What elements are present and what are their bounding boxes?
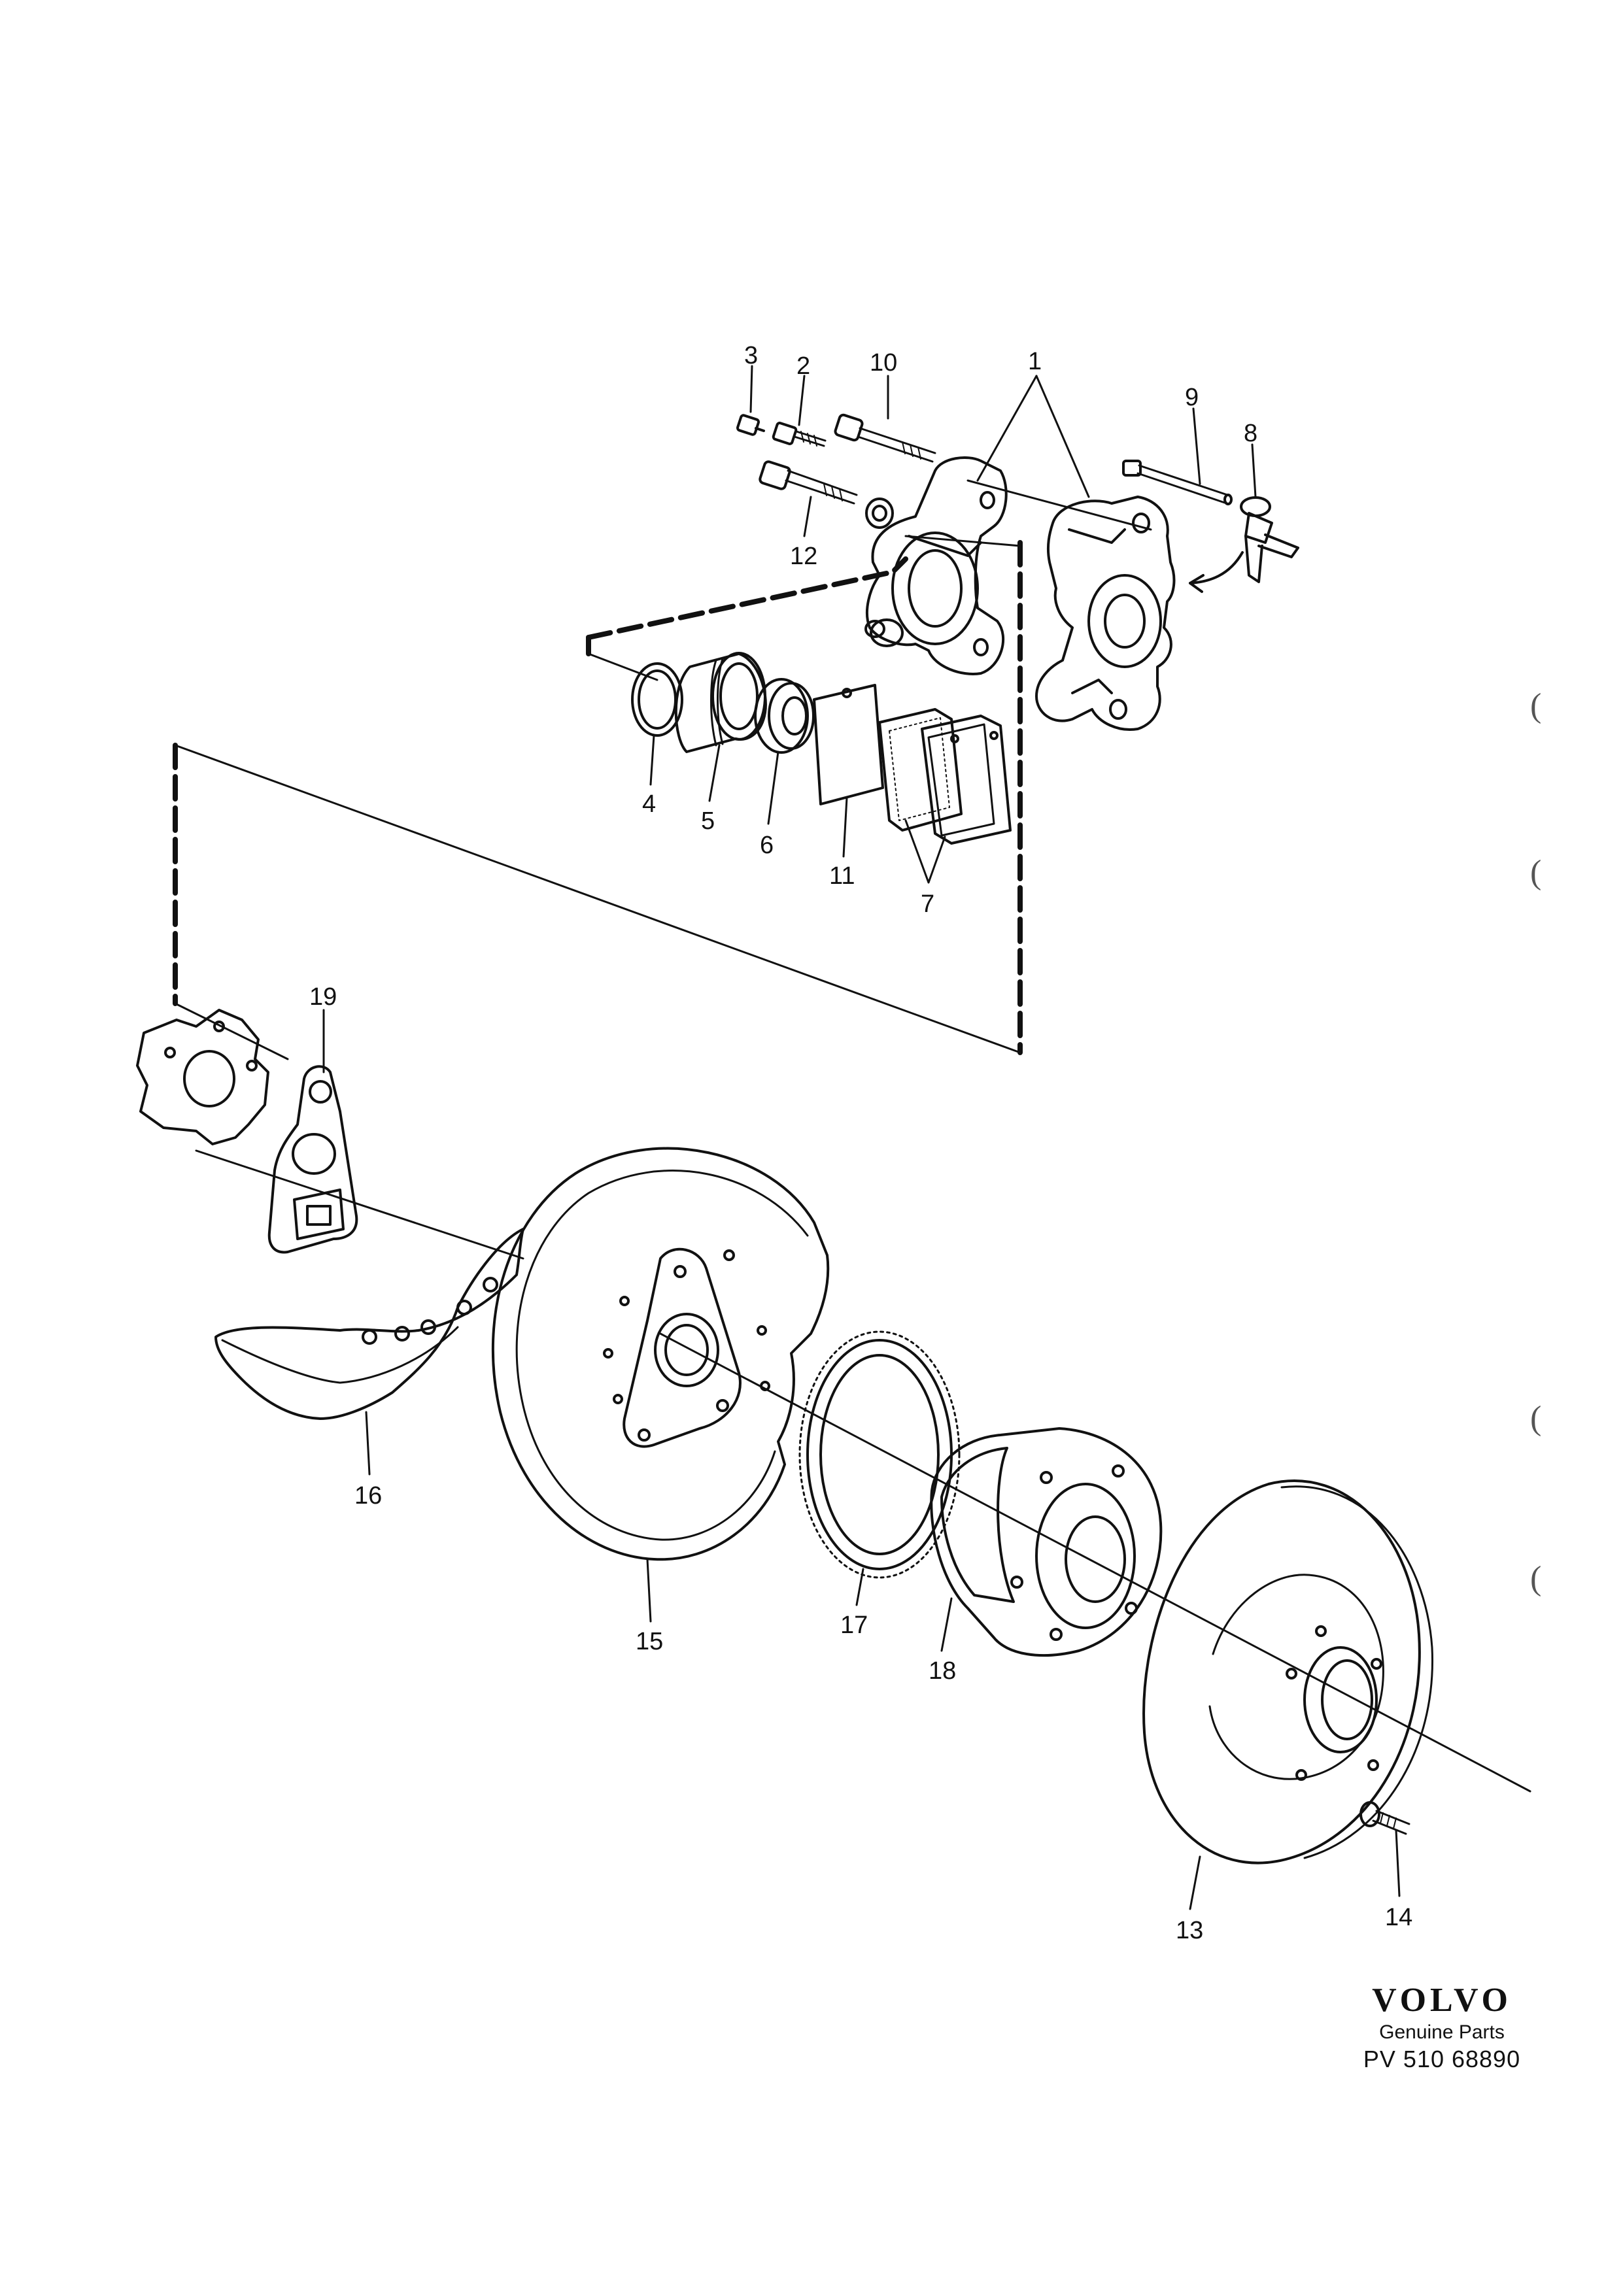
callout-6: 6 bbox=[760, 832, 774, 859]
backing-plate-15 bbox=[491, 1147, 830, 1561]
volvo-logo: VOLVO bbox=[1372, 1982, 1512, 2019]
callout-12: 12 bbox=[790, 543, 817, 570]
mounting-flange bbox=[136, 1009, 269, 1145]
callout-7: 7 bbox=[921, 890, 934, 918]
edge-mark-2: ( bbox=[1530, 854, 1542, 891]
bolt-2 bbox=[772, 422, 827, 447]
callout-2: 2 bbox=[796, 352, 810, 380]
rotation-arrow bbox=[1189, 551, 1244, 593]
callout-16: 16 bbox=[354, 1482, 382, 1510]
callout-3: 3 bbox=[744, 342, 758, 369]
callout-19: 19 bbox=[309, 983, 337, 1011]
brake-disc-13 bbox=[1142, 1479, 1433, 1865]
bolt-12 bbox=[759, 460, 858, 505]
guide-pin-9 bbox=[1122, 460, 1233, 505]
caliper-housing bbox=[1035, 496, 1176, 731]
wheel-stud-14 bbox=[1359, 1801, 1410, 1835]
seal-ring-4 bbox=[631, 662, 683, 737]
caliper-carrier bbox=[864, 456, 1008, 675]
wheel-hub-18 bbox=[930, 1427, 1163, 1657]
callout-8: 8 bbox=[1244, 420, 1257, 447]
callout-numbers: 1 2 3 4 5 6 7 8 9 10 11 12 13 14 15 16 1… bbox=[309, 342, 1412, 1944]
bolt-3 bbox=[736, 414, 765, 436]
part-reference-code: PV 510 68890 bbox=[1363, 2046, 1521, 2072]
retaining-spring-8 bbox=[1240, 496, 1299, 583]
brand-block: VOLVO Genuine Parts PV 510 68890 bbox=[1347, 1981, 1537, 2074]
edge-mark-1: ( bbox=[1530, 687, 1542, 724]
callout-4: 4 bbox=[642, 790, 656, 818]
edge-mark-4: ( bbox=[1530, 1560, 1542, 1597]
callout-15: 15 bbox=[636, 1628, 663, 1655]
callout-10: 10 bbox=[870, 349, 897, 377]
bolt-10 bbox=[834, 413, 936, 463]
callout-9: 9 bbox=[1185, 384, 1199, 411]
splash-shield-16 bbox=[214, 1228, 524, 1420]
callout-11: 11 bbox=[829, 862, 855, 890]
callout-14: 14 bbox=[1385, 1904, 1412, 1931]
callout-1: 1 bbox=[1028, 348, 1042, 375]
callout-13: 13 bbox=[1176, 1917, 1203, 1944]
callout-17: 17 bbox=[840, 1612, 868, 1639]
callout-5: 5 bbox=[701, 807, 715, 835]
thin-leader-lines bbox=[174, 479, 1531, 1793]
callout-leaders bbox=[322, 365, 1401, 1910]
brake-pads-7 bbox=[878, 708, 1012, 845]
edge-mark-3: ( bbox=[1530, 1400, 1542, 1437]
dust-boot-6 bbox=[754, 678, 815, 754]
gasket-19 bbox=[267, 1065, 358, 1254]
anti-squeal-shim-11 bbox=[813, 684, 884, 805]
brand-subtitle: Genuine Parts bbox=[1379, 2021, 1505, 2043]
callout-18: 18 bbox=[929, 1657, 956, 1685]
piston-5 bbox=[674, 652, 767, 753]
dashed-frame-lines bbox=[173, 540, 1023, 1055]
